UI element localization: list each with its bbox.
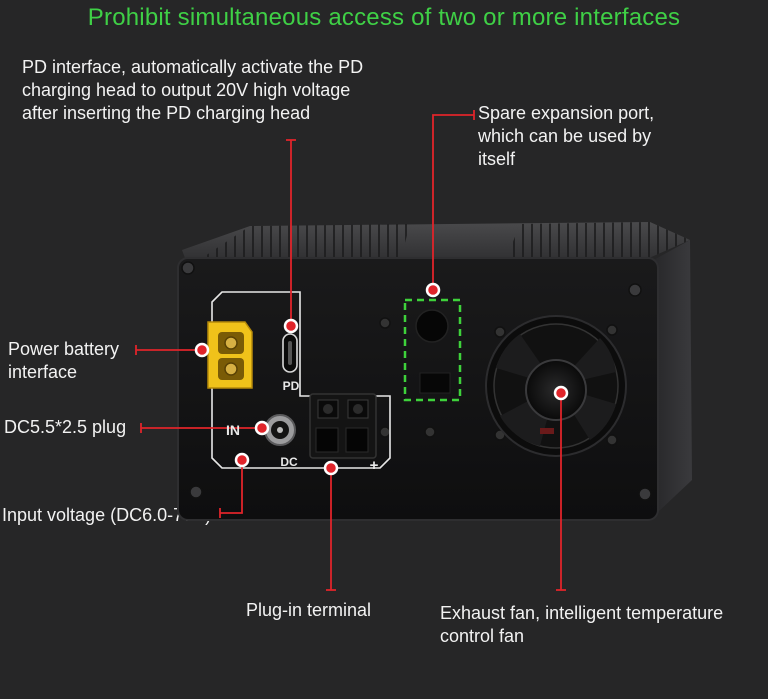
callout-line: control fan	[440, 626, 525, 646]
callout-line: Spare expansion port,	[478, 103, 655, 123]
callout-dot	[553, 385, 569, 401]
callout-dot	[234, 452, 250, 468]
dc-barrel-jack	[264, 414, 296, 446]
screw-icons	[181, 261, 652, 501]
screw-icon	[424, 426, 436, 438]
screw-icon	[494, 326, 506, 338]
callout-line: PD interface, automatically activate the…	[22, 57, 364, 77]
screw-icon	[638, 487, 652, 501]
screw-icon	[379, 317, 391, 329]
xt60-connector	[207, 321, 253, 389]
screw-icon	[606, 324, 618, 336]
callout-dot	[323, 460, 339, 476]
callout-input-voltage: Input voltage (DC6.0-70V)	[2, 505, 212, 525]
callout-spare-port: Spare expansion port, which can be used …	[478, 102, 654, 171]
callout-dots	[194, 282, 569, 476]
callout-line: Power battery	[8, 339, 120, 359]
screw-icon	[379, 426, 391, 438]
marking-plus: +	[370, 457, 379, 474]
callout-dot	[283, 318, 299, 334]
enclosure-side	[650, 240, 692, 512]
screw-icon	[628, 283, 642, 297]
callout-line: Exhaust fan, intelligent temperature	[440, 603, 724, 623]
callout-line: interface	[8, 362, 78, 382]
callout-line: after inserting the PD charging head	[22, 103, 311, 123]
marking-pd: PD	[283, 379, 300, 393]
callout-lines	[135, 110, 566, 591]
heatsink-fins-right	[505, 222, 690, 262]
callout-plug-terminal: Plug-in terminal	[246, 600, 372, 620]
leader-line	[432, 114, 474, 290]
leader-line	[220, 460, 243, 514]
callout-dot	[254, 420, 270, 436]
screw-icon	[189, 485, 203, 499]
callout-pd-interface: PD interface, automatically activate the…	[22, 56, 363, 125]
screw-icon	[606, 434, 618, 446]
callout-line: itself	[478, 149, 516, 169]
usb-c-port	[282, 333, 298, 373]
marking-dc: DC	[280, 455, 298, 469]
heatsink-fins-left	[190, 224, 410, 266]
callout-line: which can be used by	[478, 126, 652, 146]
terminal-block	[309, 393, 377, 459]
callout-power-battery: Power battery interface	[8, 338, 119, 384]
callout-dc-plug: DC5.5*2.5 plug	[4, 417, 127, 437]
marking-in: IN	[226, 422, 240, 438]
screw-icon	[181, 261, 195, 275]
callout-dot	[425, 282, 441, 298]
callout-exhaust-fan: Exhaust fan, intelligent temperature con…	[440, 602, 723, 648]
callout-line: charging head to output 20V high voltage	[22, 80, 351, 100]
spare-expansion-port	[403, 298, 462, 402]
page-title: Prohibit simultaneous access of two or m…	[87, 4, 681, 31]
callout-dot	[194, 342, 210, 358]
exhaust-fan	[485, 315, 627, 457]
